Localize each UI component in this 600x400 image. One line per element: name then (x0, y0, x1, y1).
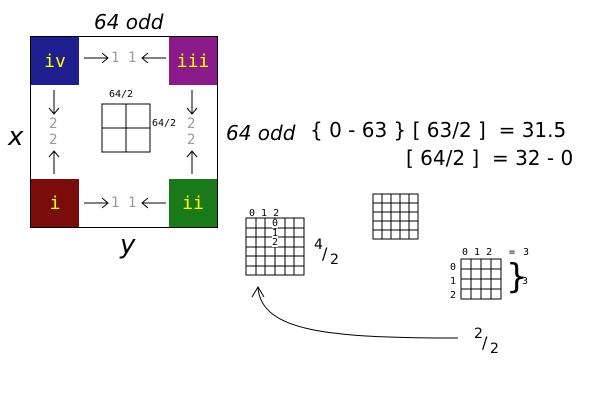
left-down-arrow-icon (48, 90, 60, 115)
center-top-label: 64/2 (109, 89, 134, 100)
grid-a-fraction-num: 4 (314, 237, 323, 253)
grid-a-cell-1: 1 (272, 228, 279, 239)
bottom-left-arrow-icon (141, 197, 166, 209)
curve-fraction-slash: / (482, 333, 488, 352)
equation-line-2: [ 64/2 ] = 32 - 0 (406, 146, 574, 170)
right-arrow-number-2: 2 (187, 132, 196, 148)
grid-c-row-2: 2 (450, 290, 457, 301)
left-arrow-number-2: 2 (49, 132, 58, 148)
curved-arrow-head-icon (251, 286, 265, 298)
grid-c-row-1: 1 (450, 276, 457, 287)
grid-c-brace: } (506, 257, 528, 297)
top-right-arrow-icon (84, 52, 109, 64)
grid-c-brace-value: 3 (522, 276, 529, 287)
grid-c-header: 0 1 2 (462, 247, 493, 258)
center-right-label: 64/2 (152, 118, 177, 129)
bottom-right-arrow-icon (84, 197, 109, 209)
grid-c-header-value: 3 (523, 247, 530, 258)
outer-square (30, 36, 218, 228)
grid-a-cell-2: 2 (272, 237, 279, 248)
right-down-arrow-icon (186, 90, 198, 115)
right-up-arrow-icon (186, 150, 198, 174)
center-grid (101, 103, 151, 153)
corner-iv: iv (31, 37, 79, 85)
square-left-label: x (8, 122, 24, 152)
equation-label: 64 odd (226, 121, 296, 145)
grid-a-header: 0 1 2 (249, 208, 280, 219)
grid-c-equals: = (509, 247, 516, 258)
bottom-arrow-numbers: 1 1 (111, 195, 137, 211)
equation-line-1: { 0 - 63 } [ 63/2 ] = 31.5 (310, 118, 567, 142)
grid-c-row-0: 0 (450, 262, 457, 273)
grid-a-fraction-den: 2 (330, 252, 339, 268)
top-arrow-numbers: 1 1 (111, 50, 137, 66)
square-bottom-label: y (120, 230, 136, 260)
right-arrow-number-1: 2 (187, 116, 196, 132)
corner-i: i (31, 179, 79, 227)
corner-ii: ii (169, 179, 217, 227)
square-top-label: 64 odd (94, 10, 164, 34)
curve-fraction-num: 2 (474, 326, 483, 342)
grid-a-cell-0: 0 (272, 218, 279, 229)
left-up-arrow-icon (48, 150, 60, 174)
top-left-arrow-icon (141, 52, 166, 64)
curve-fraction-den: 2 (490, 341, 499, 357)
left-arrow-number-1: 2 (49, 116, 58, 132)
grid-a-fraction-slash: / (322, 244, 328, 263)
corner-iii: iii (169, 37, 217, 85)
